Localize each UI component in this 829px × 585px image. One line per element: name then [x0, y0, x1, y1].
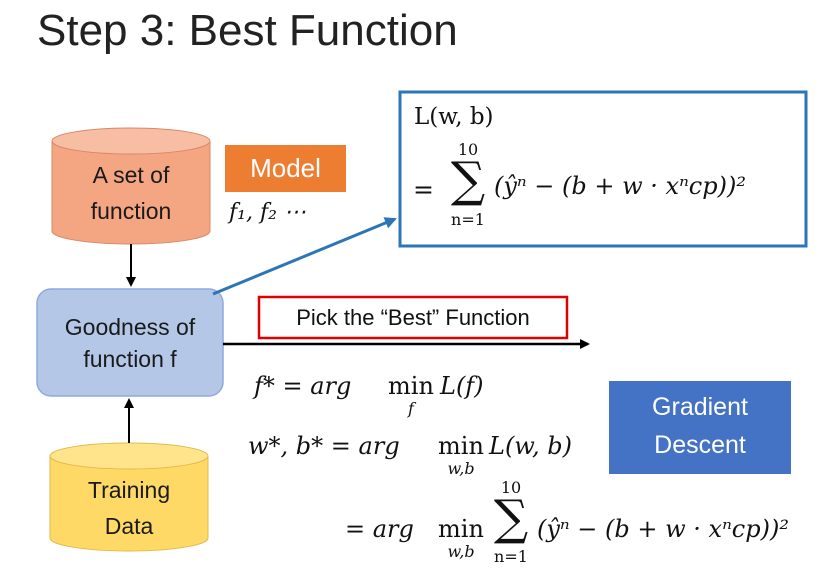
- eq1-rhs: L(f): [440, 372, 484, 400]
- slide-title: Step 3: Best Function: [37, 6, 458, 55]
- model-cylinder-text: A set of function: [52, 157, 210, 229]
- eq3-min-sub: w,b: [447, 542, 475, 561]
- gradient-descent-label: Gradient Descent: [609, 388, 791, 464]
- goodness-line2: function f: [83, 346, 177, 372]
- eq3-sum-top: 10: [500, 478, 522, 497]
- goodness-line1: Goodness of: [64, 314, 196, 340]
- loss-box: [398, 90, 808, 248]
- arrow-goodness-to-loss: [212, 217, 397, 296]
- gradient-line1: Gradient: [652, 393, 748, 421]
- loss-lhs: L(w, b): [414, 104, 494, 130]
- goodness-box: [36, 288, 224, 397]
- training-line1: Training: [87, 477, 171, 503]
- pick-box: [257, 295, 569, 340]
- eq3-sum-sign: ∑: [493, 490, 529, 546]
- eq3-min: min: [438, 515, 484, 543]
- training-data-text: Training Data: [50, 472, 208, 544]
- model-label: Model: [250, 153, 321, 183]
- eq1-min-sub: f: [408, 399, 414, 418]
- loss-sum-bottom: n=1: [451, 210, 485, 229]
- gradient-descent-box: [609, 381, 791, 474]
- goodness-text: Goodness of function f: [37, 311, 223, 375]
- eq2-lhs: w*, b* = arg: [248, 432, 400, 460]
- eq1-min: min: [388, 372, 434, 400]
- loss-sum-sign: ∑: [450, 152, 486, 208]
- function-list: f₁, f₂ ⋯: [229, 200, 306, 225]
- model-label-box: [225, 145, 346, 192]
- loss-summand: (ŷⁿ − (b + w · xⁿcp))²: [494, 172, 746, 200]
- eq3-summand: (ŷⁿ − (b + w · xⁿcp))²: [537, 515, 789, 543]
- eq1-lhs: f* = arg: [254, 372, 352, 400]
- eq2-min: min: [438, 432, 484, 460]
- loss-sum-top: 10: [457, 140, 479, 159]
- model-cylinder-line2: function: [90, 198, 172, 224]
- eq3-sum-bottom: n=1: [494, 547, 528, 566]
- gradient-line2: Descent: [654, 431, 746, 459]
- model-cylinder-line1: A set of: [92, 162, 170, 188]
- eq2-min-sub: w,b: [447, 459, 475, 478]
- pick-best-label: Pick the “Best” Function: [296, 305, 530, 330]
- training-line2: Data: [104, 513, 154, 539]
- eq3-lhs: = arg: [345, 515, 414, 543]
- loss-eq-sign: =: [413, 175, 434, 204]
- eq2-rhs: L(w, b): [489, 432, 572, 460]
